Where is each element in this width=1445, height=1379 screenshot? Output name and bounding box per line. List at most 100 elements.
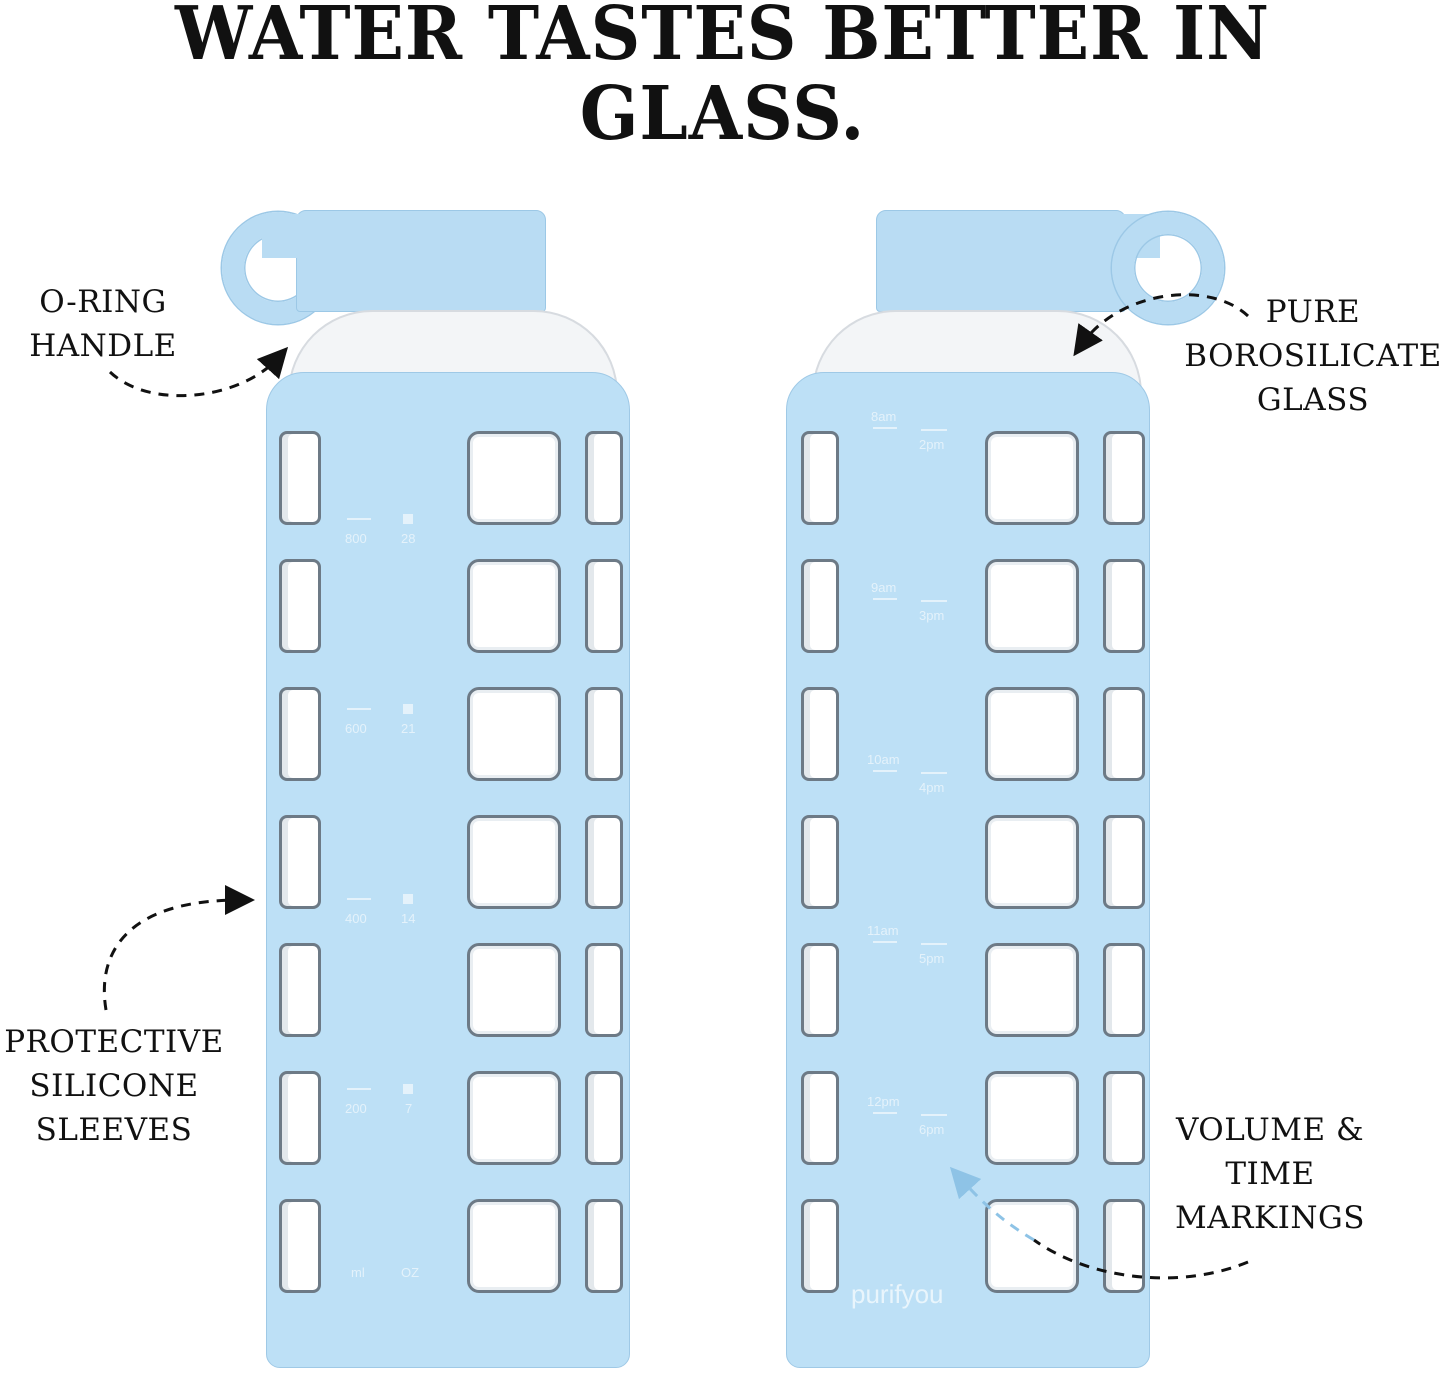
sleeve-window (985, 687, 1079, 781)
silicone-sleeve: 8am 2pm 9am 3pm 10am 4pm 11am 5pm 12pm 6… (786, 372, 1150, 1368)
sleeve-slot (1103, 431, 1145, 525)
pm-mark: 5pm (919, 951, 945, 966)
pm-mark: 3pm (919, 608, 945, 623)
headline: WATER TASTES BETTER IN GLASS. (175, 0, 1270, 157)
am-tick (873, 427, 897, 429)
callout-line: MARKINGS (1175, 1200, 1365, 1236)
callout-silicone-sleeves: PROTECTIVE SILICONE SLEEVES (0, 1020, 228, 1152)
sleeve-slot (801, 687, 839, 781)
am-tick (873, 941, 897, 943)
unit-ml: ml (351, 1265, 365, 1280)
sleeve-slot (279, 1071, 321, 1165)
ml-mark: 800 (345, 531, 367, 546)
sleeve-slot (801, 815, 839, 909)
unit-oz: OZ (401, 1265, 420, 1280)
pm-mark: 6pm (919, 1122, 945, 1137)
callout-line: PURE (1265, 294, 1361, 330)
sleeve-window (985, 1199, 1079, 1293)
pm-tick (921, 772, 947, 774)
callout-line: BOROSILICATE (1184, 338, 1442, 374)
pm-tick (921, 600, 947, 602)
sleeve-window (985, 559, 1079, 653)
am-mark: 10am (867, 752, 900, 767)
sleeve-slot (801, 1199, 839, 1293)
sleeve-slot (585, 1071, 623, 1165)
sleeve-slot (1103, 815, 1145, 909)
sleeve-slot (279, 1199, 321, 1293)
oz-mark: 7 (405, 1101, 413, 1116)
ml-tick (347, 1088, 371, 1090)
callout-oring-handle: O-RING HANDLE (18, 280, 188, 368)
sleeve-slot (1103, 943, 1145, 1037)
sleeve-slot (801, 1071, 839, 1165)
ml-tick (347, 708, 371, 710)
ml-tick (347, 518, 371, 520)
pm-mark: 2pm (919, 437, 945, 452)
arrow-markings-dark (1033, 1238, 1249, 1280)
ml-mark: 200 (345, 1101, 367, 1116)
sleeve-slot (1103, 559, 1145, 653)
pm-mark: 4pm (919, 780, 945, 795)
am-mark: 11am (867, 923, 899, 938)
oz-tick (403, 514, 413, 524)
sleeve-slot (1103, 687, 1145, 781)
bottle-cap (296, 210, 546, 312)
sleeve-window (467, 1199, 561, 1293)
handle-bridge (262, 214, 322, 258)
sleeve-window (985, 431, 1079, 525)
callout-line: VOLUME & (1175, 1112, 1365, 1148)
callout-volume-time-markings: VOLUME & TIME MARKINGS (1160, 1108, 1380, 1240)
sleeve-window (467, 559, 561, 653)
sleeve-slot (801, 943, 839, 1037)
pm-tick (921, 1114, 947, 1116)
sleeve-slot (585, 687, 623, 781)
am-tick (873, 770, 897, 772)
arrow-oring (108, 346, 289, 398)
callout-line: SLEEVES (35, 1112, 193, 1148)
sleeve-slot (279, 943, 321, 1037)
arrow-markings-light (949, 1166, 1035, 1242)
am-tick (873, 1112, 897, 1114)
sleeve-window (985, 815, 1079, 909)
oz-mark: 14 (401, 911, 416, 926)
arrow-sleeves (102, 885, 255, 1011)
sleeve-window (467, 687, 561, 781)
sleeve-slot (279, 431, 321, 525)
oz-tick (403, 1084, 413, 1094)
pm-tick (921, 429, 947, 431)
brand-logo: purifyou (851, 1279, 944, 1309)
ml-mark: 400 (345, 911, 367, 926)
callout-line: PROTECTIVE (4, 1024, 224, 1060)
silicone-sleeve: 800 28 600 21 400 14 200 7 ml OZ (266, 372, 630, 1368)
arrow-glass (1073, 293, 1250, 357)
sleeve-slot (279, 687, 321, 781)
am-mark: 9am (871, 580, 897, 595)
callout-line: SILICONE (29, 1068, 199, 1104)
sleeve-slot (801, 559, 839, 653)
callout-line: GLASS (1256, 382, 1370, 418)
sleeve-slot (585, 431, 623, 525)
callout-line: HANDLE (29, 328, 177, 364)
callout-borosilicate-glass: PURE BOROSILICATE GLASS (1178, 290, 1445, 422)
sleeve-slot (801, 431, 839, 525)
sleeve-window (467, 943, 561, 1037)
sleeve-slot (585, 943, 623, 1037)
sleeve-window (985, 1071, 1079, 1165)
am-mark: 12pm (867, 1094, 900, 1109)
ml-mark: 600 (345, 721, 367, 736)
sleeve-window (467, 1071, 561, 1165)
sleeve-slot (1103, 1071, 1145, 1165)
oz-mark: 28 (401, 531, 416, 546)
sleeve-slot (279, 815, 321, 909)
callout-line: TIME (1225, 1156, 1315, 1192)
am-mark: 8am (871, 409, 897, 424)
oz-tick (403, 704, 413, 714)
callout-line: O-RING (39, 284, 167, 320)
sleeve-window (467, 815, 561, 909)
ml-tick (347, 898, 371, 900)
sleeve-slot (279, 559, 321, 653)
sleeve-slot (585, 815, 623, 909)
sleeve-slot (585, 1199, 623, 1293)
sleeve-window (985, 943, 1079, 1037)
